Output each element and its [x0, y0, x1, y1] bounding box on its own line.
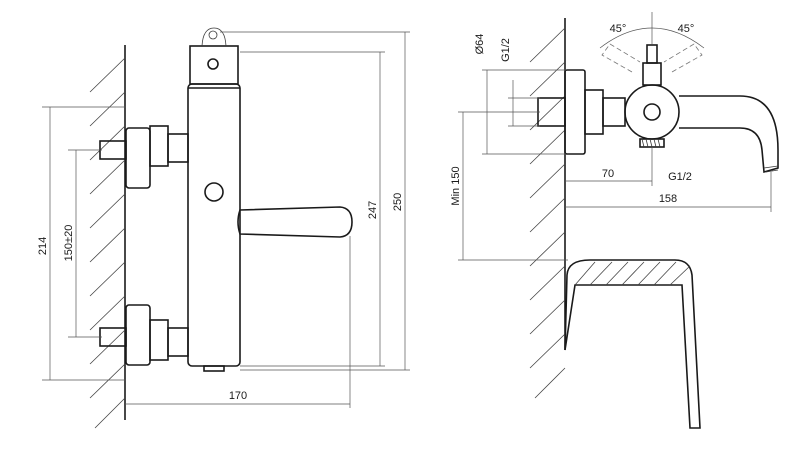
spout-aerator: [763, 165, 779, 173]
dim-170-label: 170: [229, 390, 247, 402]
dim-214: 214: [37, 106, 126, 381]
front-view: 214 150±20 247 250 170: [37, 27, 410, 429]
dim-250-label: 250: [392, 193, 404, 211]
mixer-lever: [237, 206, 353, 238]
side-nut: [584, 89, 604, 135]
dim-70-label: 70: [602, 168, 614, 180]
dim-150-label: 150±20: [63, 225, 75, 262]
lower-nut: [149, 319, 169, 361]
angle-left-label: 45°: [610, 23, 627, 35]
side-wall-hatch: [529, 27, 566, 399]
dim-g12-top: G1/2: [500, 38, 540, 127]
body-bottom-outlet: [203, 365, 225, 372]
dim-g12-bottom-label: G1/2: [668, 171, 692, 183]
lower-union: [167, 327, 189, 357]
side-pipe-stub: [537, 97, 566, 127]
side-spout: [679, 95, 779, 174]
body-cylinder: [187, 83, 241, 367]
upper-union: [167, 133, 189, 163]
bathtub-rim: [564, 259, 701, 429]
upper-nut: [149, 125, 169, 167]
dim-150: 150±20: [63, 149, 102, 338]
upper-flange: [125, 127, 151, 189]
dim-158: 158: [565, 172, 772, 212]
dim-70: 70: [565, 147, 653, 186]
bathtub-section: [564, 259, 701, 429]
side-body-circle: [624, 84, 680, 140]
lower-connection: [99, 304, 189, 366]
dim-250: 250: [220, 31, 410, 371]
side-body-hub: [643, 103, 661, 121]
dim-247-label: 247: [367, 201, 379, 219]
knob-cap-button: [208, 30, 218, 40]
outlet-thread: [641, 138, 661, 148]
lower-pipe-stub: [99, 327, 127, 347]
lever-swing-positions: [601, 43, 703, 73]
front-wall-hatch: [89, 57, 126, 429]
dim-247: 247: [240, 51, 385, 367]
dim-min150: Min 150: [450, 111, 568, 261]
dim-g12-top-label: G1/2: [500, 38, 512, 62]
side-stem: [642, 62, 662, 86]
dim-170: 170: [125, 236, 351, 408]
dim-158-label: 158: [659, 193, 677, 205]
angle-right-label: 45°: [678, 23, 695, 35]
dim-64-label: Ø64: [474, 34, 486, 55]
side-flange: [564, 69, 586, 155]
mixer-body: [187, 27, 241, 372]
thermostat-knob: [189, 45, 239, 85]
side-stem-top: [646, 44, 658, 64]
knob-cap-outline: [201, 27, 227, 47]
upper-connection: [99, 125, 189, 189]
upper-pipe-stub: [99, 140, 127, 160]
bathtub-rim-hatch: [574, 261, 691, 286]
dim-64: Ø64: [474, 34, 566, 155]
diverter-button: [204, 182, 224, 202]
dim-min150-label: Min 150: [450, 166, 462, 205]
dim-214-label: 214: [37, 237, 49, 255]
side-union: [602, 97, 626, 127]
side-view: 45° 45° Ø64: [450, 12, 779, 429]
knob-marker: [207, 58, 219, 70]
lower-flange: [125, 304, 151, 366]
